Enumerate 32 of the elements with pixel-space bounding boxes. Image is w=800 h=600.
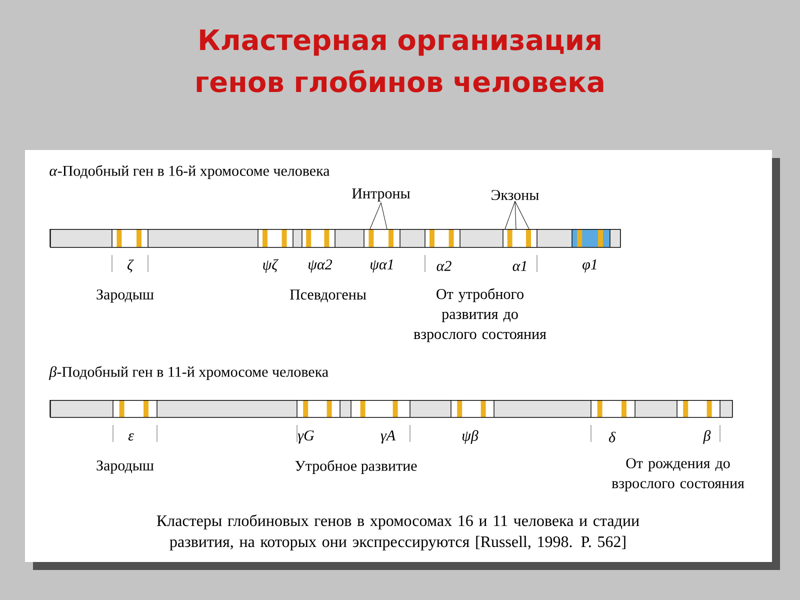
stage-label: Зародыш (96, 460, 154, 474)
stage-label: Зародыш (96, 289, 154, 303)
stage-label: От утробного развития до взрослого состояния (414, 288, 546, 342)
stage-label: От рождения до взрослого состояния (612, 458, 744, 492)
leader-line (514, 201, 516, 230)
stage-label: Утробное развитие (295, 460, 417, 474)
chromosome-heading: β-Подобный ген в 11-й хромосоме человека (48, 366, 328, 380)
gene-symbol: β (703, 430, 711, 444)
gene-symbol: ζ (127, 259, 134, 273)
gene-symbol: α2 (436, 260, 452, 272)
gene-symbol: δ (608, 432, 616, 442)
gene-symbol: α1 (512, 260, 526, 272)
title: Кластерная организация генов глобинов человека (196, 30, 604, 92)
leader-line (504, 201, 516, 230)
gene-symbol: ψζ (263, 259, 279, 273)
gene-symbol: φ1 (582, 259, 596, 273)
stage-label: Псевдогены (290, 290, 366, 302)
leader-line (370, 202, 382, 230)
gene-symbol: ψα1 (370, 259, 393, 273)
gene-symbol: γA (380, 430, 396, 444)
leader-line (380, 202, 388, 230)
gene-symbol: ψα2 (308, 259, 332, 273)
chromosome-bar (50, 228, 621, 248)
gene-symbol: γG (298, 430, 314, 444)
chromosome-bar (50, 400, 733, 418)
gene-symbol: ψβ (462, 430, 478, 444)
chromosome-heading: α-Подобный ген в 16-й хромосоме человека (50, 165, 330, 179)
leader-label: Интроны (352, 188, 410, 202)
leader-label: Экзоны (492, 190, 539, 200)
leader-line (514, 201, 530, 230)
caption: Кластеры глобиновых генов в хромосомах 16 и 11 человека и стадии развития, на которых они экспрессируются [Russell, 1998. P. 562] (156, 514, 640, 550)
gene-symbol: ε (128, 433, 134, 441)
